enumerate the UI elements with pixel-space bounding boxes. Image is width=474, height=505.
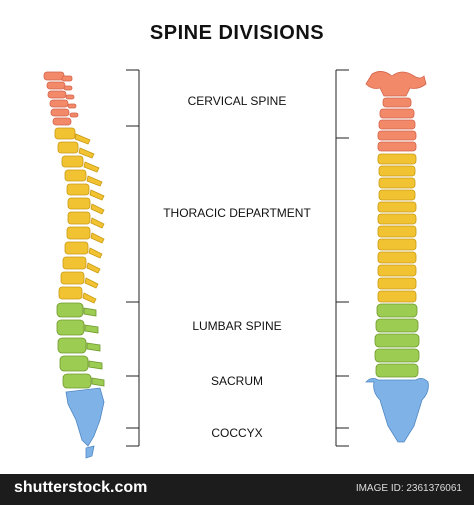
side-spine-sacrum [65, 387, 105, 459]
label-thoracic-department: THORACIC DEPARTMENT [163, 206, 311, 220]
label-coccyx: COCCYX [211, 426, 263, 440]
label-cervical-spine: CERVICAL SPINE [187, 94, 287, 108]
label-sacrum: SACRUM [210, 374, 263, 388]
label-lumbar-spine: LUMBAR SPINE [192, 319, 282, 333]
diagram-title: SPINE DIVISIONS [149, 22, 325, 44]
front-spine-lumbar [374, 303, 420, 378]
side-spine-thoracic [54, 127, 105, 304]
right-bracket [335, 69, 349, 447]
footer-brand: shutterstock.com [14, 479, 148, 496]
front-spine-sacrum [365, 378, 429, 443]
left-bracket [126, 69, 140, 447]
footer-bar: shutterstock.com IMAGE ID: 2361376061 [0, 474, 474, 505]
front-spine-cervical [365, 71, 427, 152]
footer-image-id: IMAGE ID: 2361376061 [355, 483, 462, 494]
front-spine-thoracic [377, 153, 417, 303]
side-spine-lumbar [56, 302, 105, 389]
side-spine-cervical [43, 71, 79, 126]
